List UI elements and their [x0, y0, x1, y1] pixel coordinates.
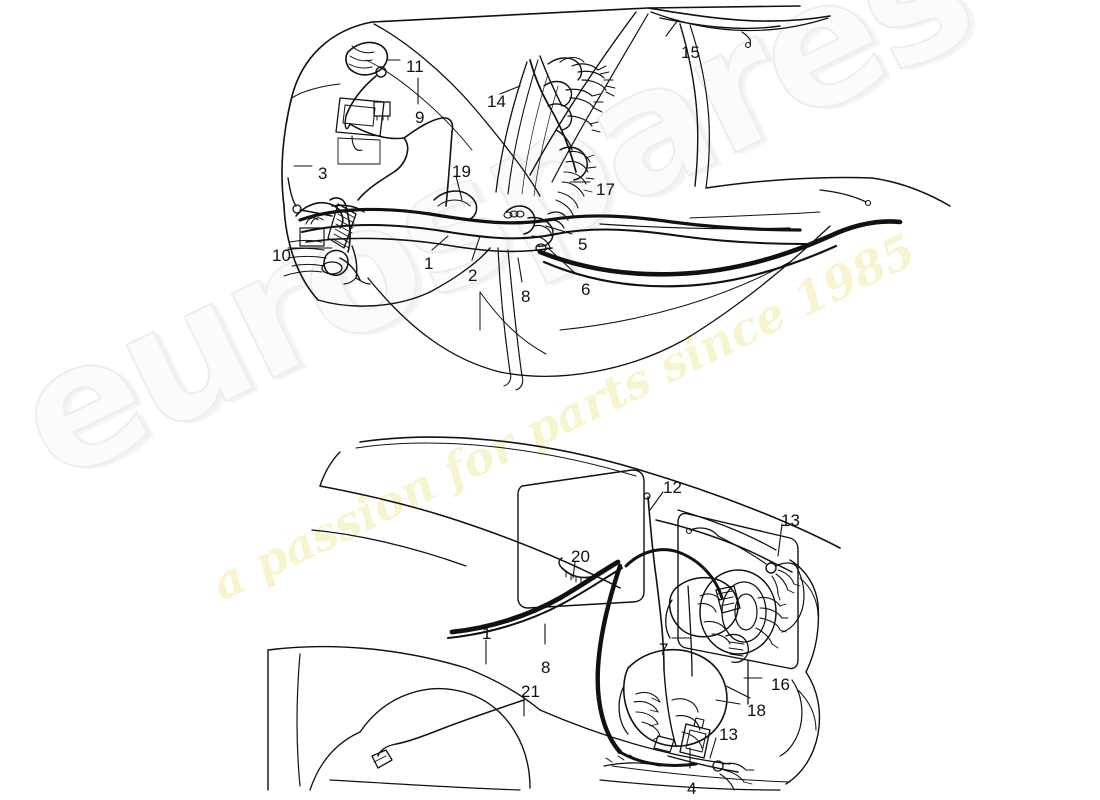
callout-number: 7	[659, 640, 669, 659]
callout-number: 2	[468, 266, 478, 285]
callout-number: 5	[578, 235, 588, 254]
callout-number: 8	[521, 287, 531, 306]
callout-number: 13	[719, 725, 738, 744]
rear-view-group	[267, 436, 841, 791]
callout-number: 1	[424, 254, 434, 273]
callout-number: 20	[571, 547, 590, 566]
callout-number: 15	[681, 43, 700, 62]
callout-number: 17	[596, 180, 615, 199]
callout-number: 6	[581, 280, 591, 299]
callout-number: 18	[747, 701, 766, 720]
callout-number: 16	[771, 675, 790, 694]
callout-number: 19	[452, 162, 471, 181]
callout-number: 1	[482, 624, 492, 643]
callout-number: 21	[521, 682, 540, 701]
callout-number: 9	[415, 108, 425, 127]
callout-number: 13	[781, 511, 800, 530]
callout-number: 4	[687, 779, 697, 798]
callout-number: 8	[541, 658, 551, 677]
callout-number: 14	[487, 92, 506, 111]
callout-number: 12	[663, 478, 682, 497]
callout-number: 3	[318, 164, 328, 183]
callout-number: 10	[272, 246, 291, 265]
front-view-group	[281, 5, 951, 391]
callout-number: 11	[406, 57, 424, 76]
